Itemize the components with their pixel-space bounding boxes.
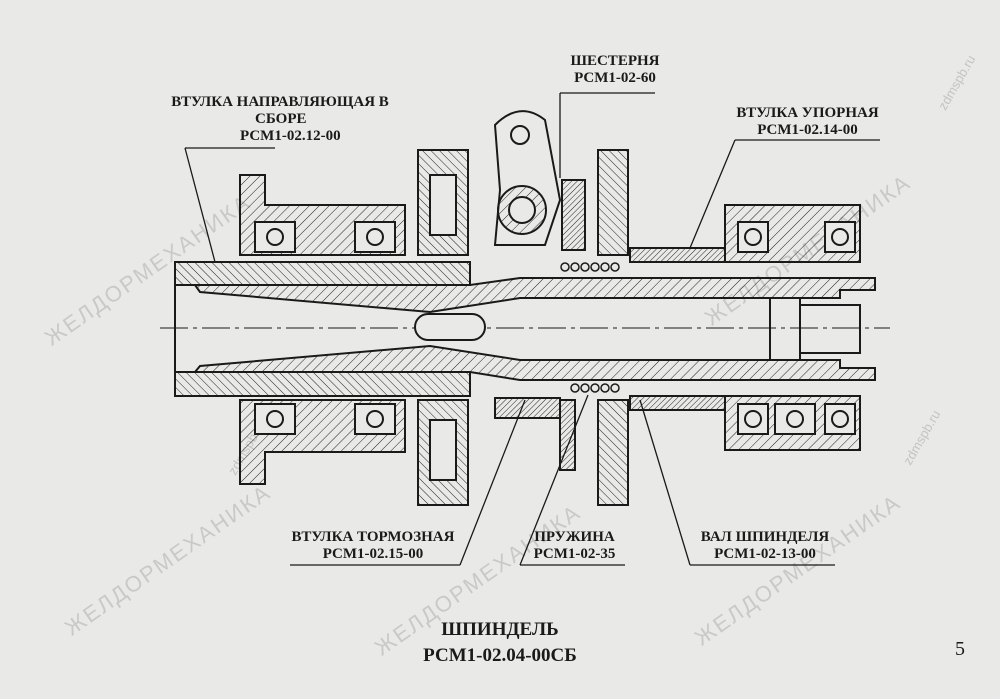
pinion (561, 179, 586, 251)
right-gear-bottom (597, 399, 629, 506)
label-brake-bush: ВТУЛКА ТОРМОЗНАЯ РСМ1-02.15-00 (283, 529, 463, 563)
label-thrust-bush-code: РСМ1-02.14-00 (757, 122, 858, 138)
label-guide-bush-line1: ВТУЛКА НАПРАВЛЯЮЩАЯ В (171, 94, 389, 110)
brake-bush (494, 397, 561, 419)
label-spring-name: ПРУЖИНА (534, 529, 615, 545)
drawing-title: ШПИНДЕЛЬ РСМ1-02.04-00СБ (380, 617, 620, 669)
label-thrust-bush-name: ВТУЛКА УПОРНАЯ (736, 105, 879, 121)
leader-lines (184, 92, 880, 566)
label-pinion-code: РСМ1-02-60 (574, 70, 656, 86)
label-guide-bush: ВТУЛКА НАПРАВЛЯЮЩАЯ В СБОРЕ РСМ1-02.12-0… (160, 94, 400, 145)
label-pinion-name: ШЕСТЕРНЯ (570, 53, 660, 69)
page-number: 5 (955, 638, 965, 660)
label-spring: ПРУЖИНА РСМ1-02-35 (522, 529, 627, 563)
drawing-title-code: РСМ1-02.04-00СБ (423, 645, 577, 666)
spindle-shaft-top (193, 277, 876, 314)
label-spindle-shaft-name: ВАЛ ШПИНДЕЛЯ (700, 529, 830, 545)
guide-bush-sleeve-top (174, 261, 471, 286)
thrust-bush-bottom (629, 395, 726, 411)
right-gear-top (597, 149, 629, 256)
spindle-shaft-bottom (192, 344, 876, 381)
label-spring-code: РСМ1-02-35 (533, 546, 616, 562)
guide-bush-sleeve-bottom (174, 371, 471, 397)
label-thrust-bush: ВТУЛКА УПОРНАЯ РСМ1-02.14-00 (730, 105, 885, 139)
label-brake-bush-name: ВТУЛКА ТОРМОЗНАЯ (291, 529, 455, 545)
label-guide-bush-code: РСМ1-02.12-00 (240, 128, 341, 144)
thrust-bush-top (629, 247, 726, 263)
label-brake-bush-code: РСМ1-02.15-00 (322, 546, 424, 562)
label-guide-bush-line2: СБОРЕ (255, 111, 307, 127)
spring (560, 262, 620, 393)
label-spindle-shaft: ВАЛ ШПИНДЕЛЯ РСМ1-02-13-00 (690, 529, 840, 563)
label-pinion: ШЕСТЕРНЯ РСМ1-02-60 (560, 53, 670, 87)
label-spindle-shaft-code: РСМ1-02-13-00 (714, 546, 816, 562)
drawing-title-name: ШПИНДЕЛЬ (441, 619, 559, 640)
